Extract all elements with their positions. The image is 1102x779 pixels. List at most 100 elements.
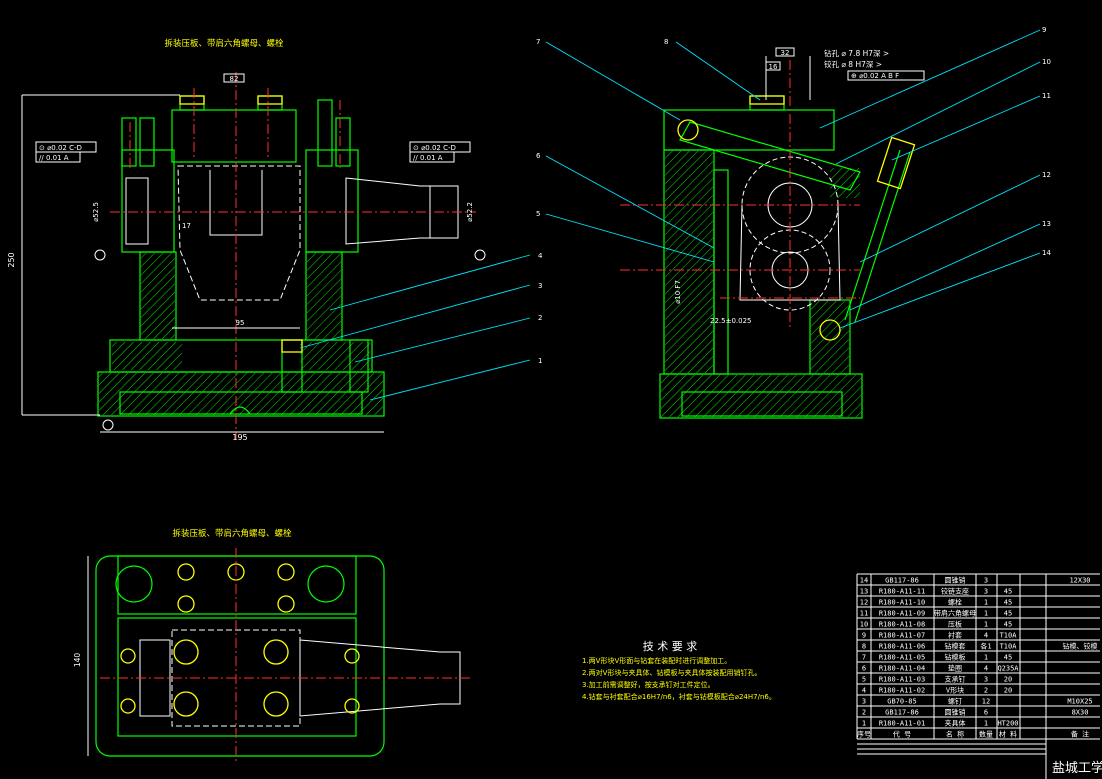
bom-cell: 7 [862, 654, 866, 662]
dim-slot: 95 [236, 319, 245, 327]
bom-cell: 各1 [980, 642, 991, 651]
bom-cell: R180-A11-04 [879, 665, 925, 673]
bom-cell: 4 [984, 632, 988, 640]
bom-cell: Q235A [997, 665, 1019, 673]
bom-cell: 压板 [948, 620, 962, 629]
bom-header: 数量 [979, 730, 993, 739]
bom-cell: 11 [860, 610, 868, 618]
dim-plan-height: 140 [73, 653, 82, 668]
bom-cell: 45 [1004, 588, 1012, 596]
bom-cell: V形块 [946, 686, 964, 695]
svg-text:钻孔 ⌀ 7.8 H7深 >: 钻孔 ⌀ 7.8 H7深 > [824, 48, 889, 58]
bom-cell: 2 [862, 709, 866, 717]
bom-cell: 6 [984, 709, 988, 717]
dim-17: 17 [182, 222, 191, 230]
balloon-14: 14 [1042, 249, 1051, 257]
balloon-5: 5 [536, 210, 540, 218]
bom-cell: M10X25 [1067, 698, 1092, 706]
bom-cell: R180-A11-01 [879, 720, 925, 728]
bom-cell: 20 [1004, 687, 1012, 695]
svg-text:// 0.01 A: // 0.01 A [413, 154, 443, 162]
bom-cell: GB117-86 [885, 577, 919, 585]
right-shaft [345, 177, 431, 245]
svg-text:// 0.01 A: // 0.01 A [39, 154, 69, 162]
bom-cell: 8 [862, 643, 866, 651]
dim-dia-right: ⌀52.2 [466, 202, 474, 222]
bom-cell: 钻模、铰模 [1063, 642, 1098, 651]
bom-cell: 1 [862, 720, 866, 728]
school-name: 盐城工学 [1052, 760, 1102, 776]
bom-cell: 8X30 [1072, 709, 1089, 717]
bom-cell: HT200 [997, 720, 1018, 728]
bom-cell: 螺栓 [948, 598, 962, 607]
balloon-1: 1 [538, 357, 542, 365]
balloon-7: 7 [536, 38, 540, 46]
balloon-10: 10 [1042, 58, 1051, 66]
left-shaft [125, 177, 149, 245]
bom-cell: 4 [984, 665, 988, 673]
bom-cell: 2 [984, 687, 988, 695]
top-view-title: 拆装压板、带肩六角螺母、螺栓 [172, 528, 292, 539]
bom-cell: 带肩六角螺母 [934, 609, 976, 618]
bom-header: 材 料 [999, 730, 1017, 739]
bom-cell: R180-A11-02 [879, 687, 925, 695]
tech-req-item-3: 3.加工前需调整好，按支承钉对工件定位。 [582, 680, 715, 689]
bom-cell: 3 [984, 577, 988, 585]
bom-cell: 铰链支座 [941, 587, 969, 596]
bom-cell: 1 [984, 720, 988, 728]
bom-cell: 45 [1004, 610, 1012, 618]
bom-cell: R180-A11-07 [879, 632, 925, 640]
bom-cell: 3 [984, 588, 988, 596]
drill-plate [171, 109, 297, 163]
bom-cell: 12X30 [1069, 577, 1090, 585]
bom-cell: T10A [1000, 643, 1018, 651]
balloon-3: 3 [538, 282, 542, 290]
bom-cell: R180-A11-09 [879, 610, 925, 618]
bom-cell: 1 [984, 610, 988, 618]
bom-cell: 垫圈 [948, 664, 962, 673]
side-base [659, 373, 863, 419]
bom-cell: 5 [862, 676, 866, 684]
drill-note: 钻孔 ⌀ 7.8 H7深 > 铰孔 ⌀ 8 H7深 > ⊕ ⌀0.02 A B … [824, 48, 925, 81]
top-right-shaft [299, 639, 461, 717]
dim-height: 250 [7, 252, 16, 267]
tolerance-frame-left: ⊙ ⌀0.02 C-D // 0.01 A [35, 141, 97, 163]
bom-cell: R180-A11-06 [879, 643, 925, 651]
tolerance-frame-right: ⊙ ⌀0.02 C-D // 0.01 A [409, 141, 471, 163]
balloon-8: 8 [664, 38, 668, 46]
bom-cell: 1 [984, 599, 988, 607]
tech-requirements: 技 术 要 求 1.两V形块V形面与钻套在装配时进行调整加工。 2.两对V形块与… [582, 640, 776, 701]
svg-text:⊙ ⌀0.02 C-D: ⊙ ⌀0.02 C-D [413, 144, 456, 152]
bom-cell: 45 [1004, 599, 1012, 607]
side-view: 32 16 ⌀10 F7 22.5±0.025 钻孔 ⌀ 7.8 H7深 > 铰… [536, 26, 1051, 419]
dim-dia-bush: ⌀10 F7 [674, 280, 682, 304]
bom-cell: 12 [860, 599, 868, 607]
dim-32: 32 [781, 49, 790, 57]
bom-cell: 3 [984, 676, 988, 684]
bom-cell: T10A [1000, 632, 1018, 640]
workpiece-body [177, 165, 301, 301]
dim-top: 82 [230, 75, 239, 83]
bom-cell: R180-A11-11 [879, 588, 925, 596]
bom-cell: 支承钉 [945, 675, 966, 684]
dim-16: 16 [769, 63, 778, 71]
bom-cell: R180-A11-05 [879, 654, 925, 662]
bom-cell: 衬套 [948, 631, 962, 640]
balloon-2: 2 [538, 314, 542, 322]
svg-text:⊕ ⌀0.02 A B F: ⊕ ⌀0.02 A B F [851, 72, 899, 80]
balloon-12: 12 [1042, 171, 1051, 179]
bom-cell: 圆锥销 [945, 576, 966, 585]
front-view-title: 拆装压板、带肩六角螺母、螺栓 [164, 38, 284, 49]
dim-width: 195 [232, 433, 247, 442]
bom-header: 名 称 [946, 730, 964, 739]
tech-req-title: 技 术 要 求 [643, 640, 698, 653]
front-view: 拆装压板、带肩六角螺母、螺栓 [7, 38, 543, 442]
bom-cell: 螺钉 [948, 697, 962, 706]
top-view: 拆装压板、带肩六角螺母、螺栓 140 [73, 528, 470, 762]
bom-cell: 14 [860, 577, 868, 585]
bom-cell: 9 [862, 632, 866, 640]
tech-req-item-1: 1.两V形块V形面与钻套在装配时进行调整加工。 [582, 656, 731, 665]
bom-cell: GB70-85 [887, 698, 917, 706]
svg-text:⊙ ⌀0.02 C-D: ⊙ ⌀0.02 C-D [39, 144, 82, 152]
bom-cell: GB117-86 [885, 709, 919, 717]
